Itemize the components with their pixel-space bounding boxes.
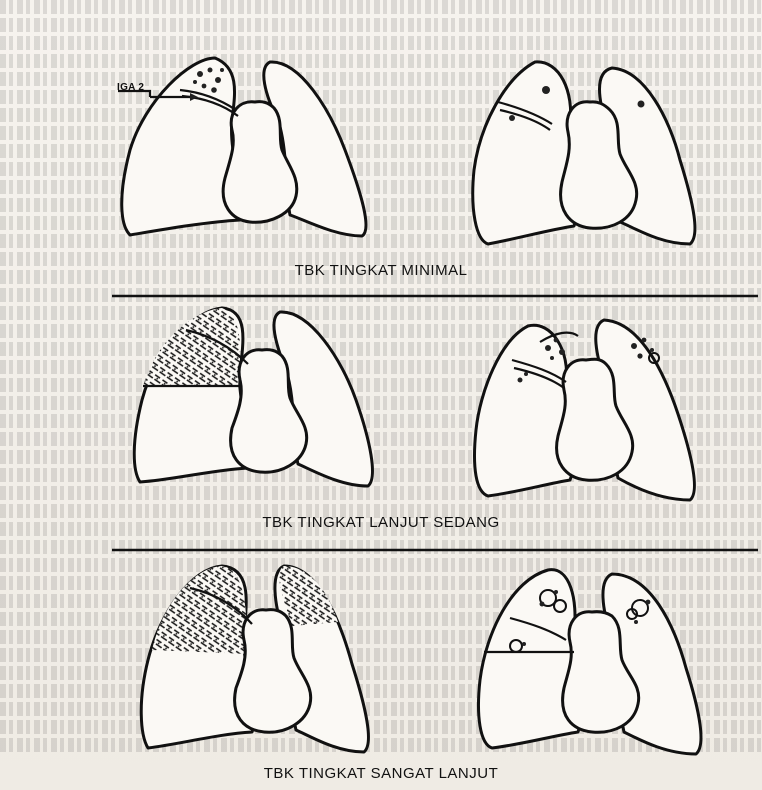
panel-minimal-right (473, 62, 695, 244)
panel-minimal-left (118, 58, 366, 236)
panel-moderate-right (475, 320, 695, 500)
lesion-spot (542, 86, 550, 94)
iga-label: IGA 2 (117, 82, 144, 93)
panel-advanced-right (479, 570, 701, 754)
caption-minimal: TBK TINGKAT MINIMAL (0, 262, 762, 279)
lesion-spot (638, 101, 645, 108)
caption-advanced: TBK TINGKAT SANGAT LANJUT (0, 765, 762, 782)
consolidation-area (152, 566, 248, 654)
right-lung (479, 570, 582, 748)
caption-moderate: TBK TINGKAT LANJUT SEDANG (0, 514, 762, 531)
right-lung (475, 325, 574, 496)
lesion-spot (509, 115, 515, 121)
panel-advanced-left (141, 566, 368, 752)
right-lung (473, 62, 577, 244)
panel-moderate-left (134, 308, 372, 486)
